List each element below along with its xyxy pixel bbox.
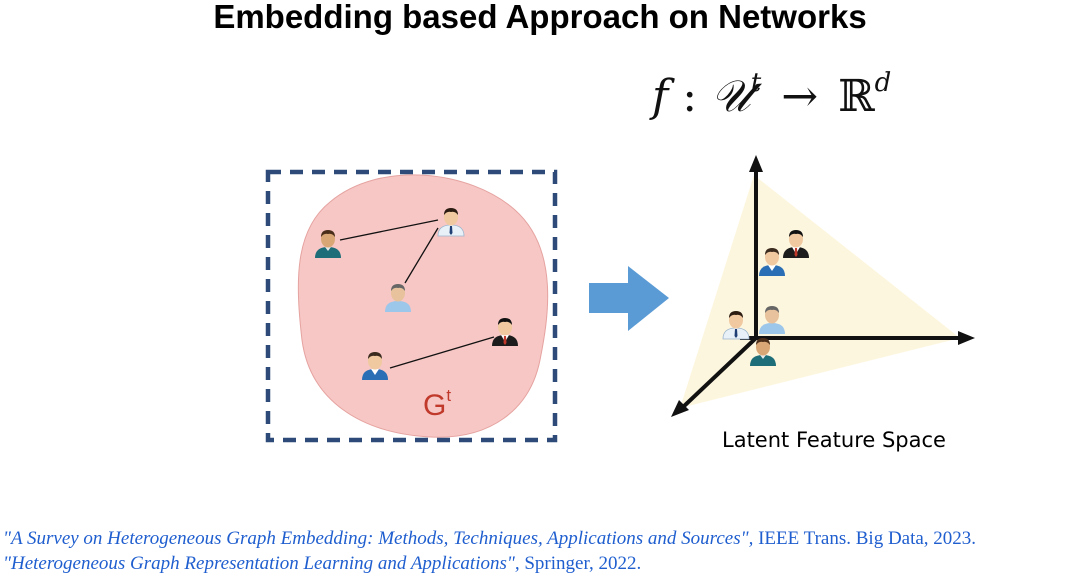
formula-domain: 𝒰 [711,71,751,122]
slide-title: Embedding based Approach on Networks [213,0,867,35]
reference-item: "A Survey on Heterogeneous Graph Embeddi… [3,526,976,551]
graph-label-base: G [423,389,447,422]
right-arrow-icon [589,266,669,331]
graph-dashed-border [265,169,558,443]
latent-plane [680,175,960,408]
graph-edge [339,219,439,241]
formula-colon: : [682,71,698,122]
references: "A Survey on Heterogeneous Graph Embeddi… [3,526,976,576]
graph-edge [404,227,439,284]
latent-space-label: Latent Feature Space [722,428,946,452]
reference-venue: IEEE Trans. Big Data, 2023. [753,528,977,549]
embedding-formula: f : 𝒰t → ℝd [652,68,891,122]
formula-function: f [652,71,669,122]
formula-codomain-sup: d [874,68,892,98]
y-axis [680,336,758,410]
reference-title: "Heterogeneous Graph Representation Lear… [3,553,520,574]
formula-domain-sup: t [750,68,762,98]
x-axis-arrowhead [958,331,975,345]
reference-venue: Springer, 2022. [519,553,642,574]
graph-region [297,174,549,438]
graph-label-sup: t [446,386,452,405]
formula-arrow: → [781,71,819,122]
y-axis-arrowhead [671,400,689,417]
z-axis-arrowhead [749,155,763,172]
reference-title: "A Survey on Heterogeneous Graph Embeddi… [3,528,754,549]
formula-codomain: ℝ [838,71,875,122]
graph-edge [389,336,495,369]
graph-label: Gt [423,386,451,423]
reference-item: "Heterogeneous Graph Representation Lear… [3,551,976,576]
